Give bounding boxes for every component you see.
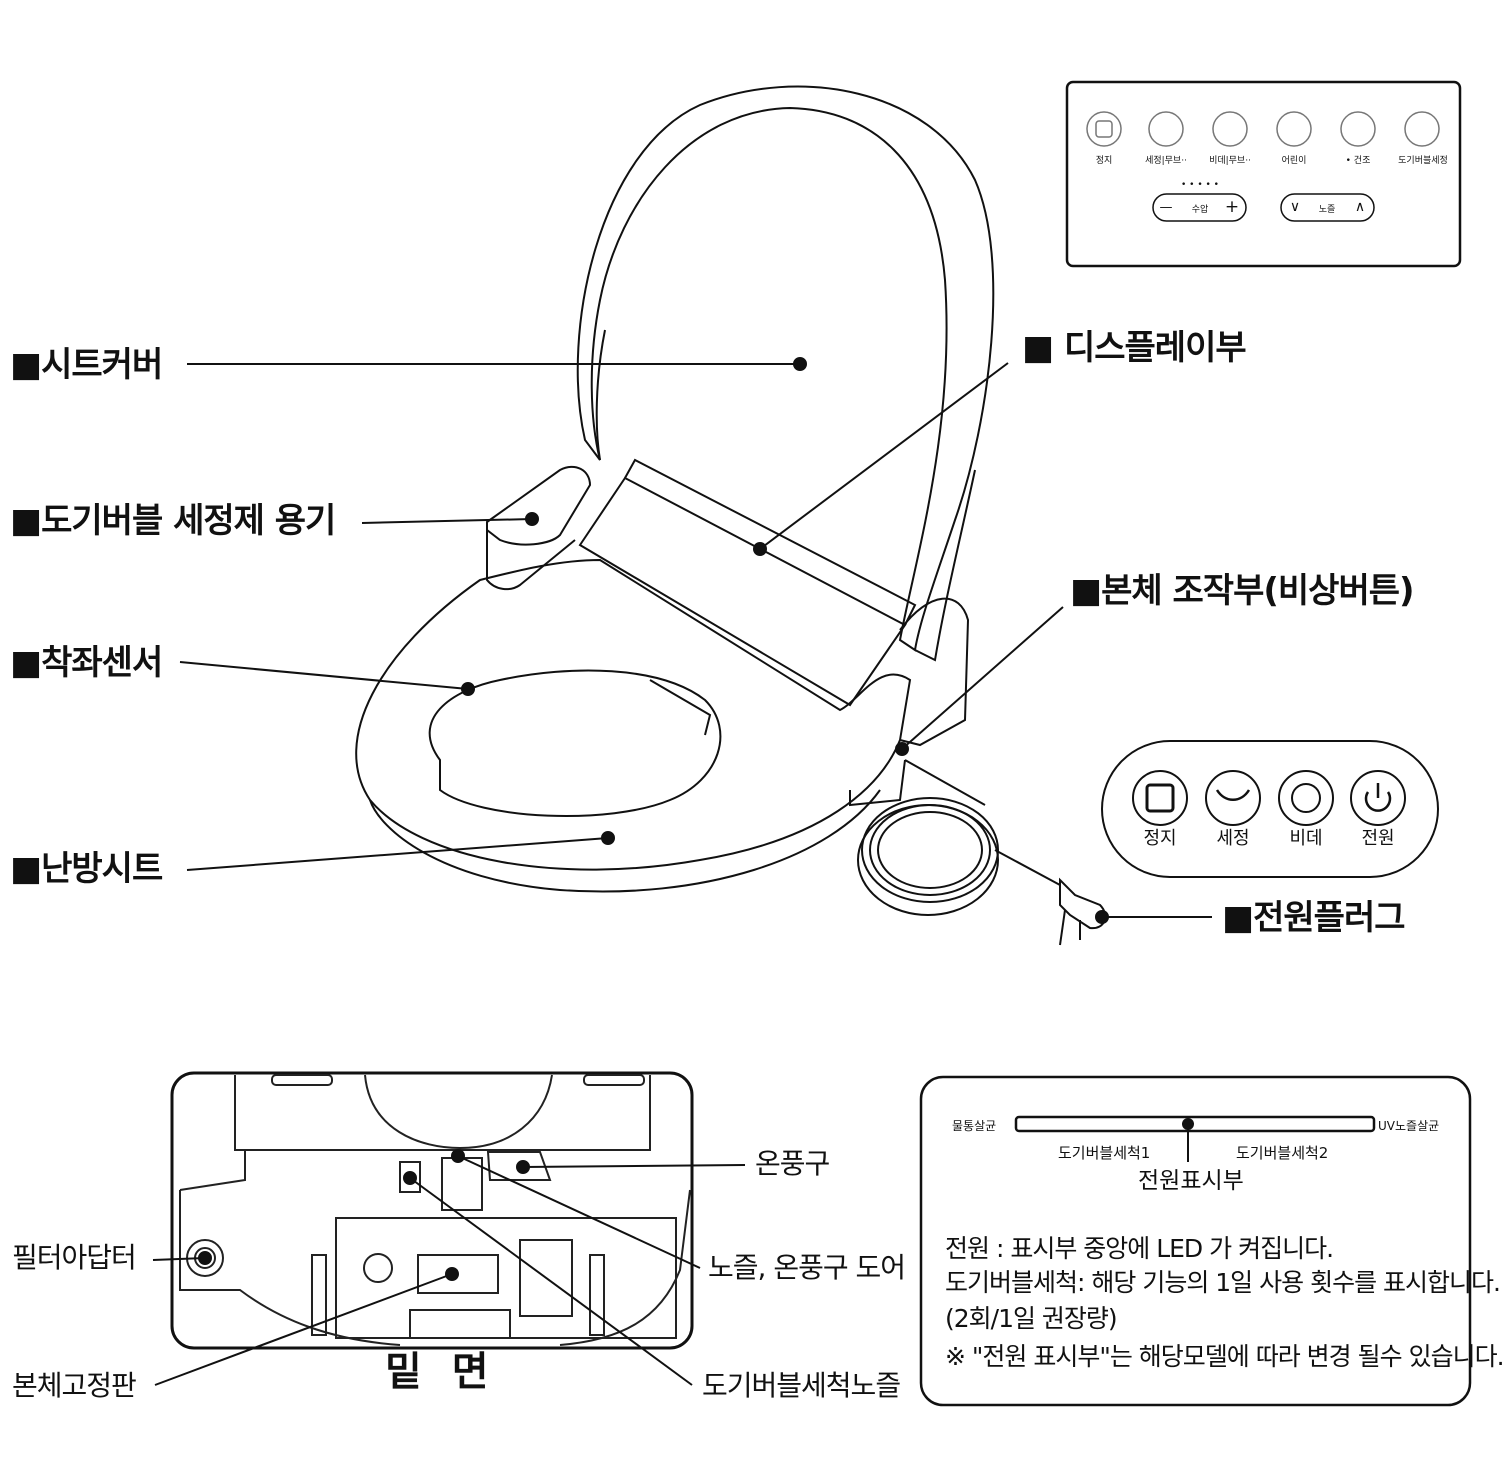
pressure-dots: • • • • • xyxy=(1181,180,1219,190)
label-seat-cover: ■시트커버 xyxy=(10,345,163,385)
label-fixing-plate: 본체고정판 xyxy=(12,1369,137,1402)
indicator-left: 물통살균 xyxy=(952,1119,997,1133)
side-label-stop: 정지 xyxy=(1143,828,1177,849)
label-filter: 필터아답터 xyxy=(12,1241,137,1274)
panel-label-stop: 정지 xyxy=(1095,156,1113,166)
nozzle-label: 노즐 xyxy=(1318,205,1336,215)
detergent-container xyxy=(486,465,592,546)
indicator-note-3: (2회/1일 권장량) xyxy=(945,1304,1118,1333)
side-label-bidet: 비데 xyxy=(1289,828,1323,849)
side-label-power: 전원 xyxy=(1361,828,1395,849)
bottom-view-frame xyxy=(170,1071,694,1350)
label-body-control: ■본체 조작부(비상버튼) xyxy=(1070,571,1415,611)
indicator-note-4: ※ "전원 표시부"는 해당모델에 따라 변경 될수 있습니다. xyxy=(945,1342,1504,1371)
indicator-right: UV노즐살균 xyxy=(1378,1119,1440,1133)
label-bubble-nozzle: 도기버블세척노즐 xyxy=(702,1369,901,1402)
bottom-title: 밑 면 xyxy=(385,1349,497,1395)
indicator-center: 전원표시부 xyxy=(1138,1168,1244,1194)
indicator-frame xyxy=(919,1075,1472,1407)
panel-label-child: 어린이 xyxy=(1281,156,1307,166)
panel-label-bidet: 비데|무브·· xyxy=(1209,156,1251,166)
label-nozzle-door: 노즐, 온풍구 도어 xyxy=(708,1251,906,1284)
indicator-sub2: 도기버블세척2 xyxy=(1236,1144,1329,1162)
indicator-note-2: 도기버블세척: 해당 기능의 1일 사용 횟수를 표시합니다. xyxy=(945,1268,1501,1297)
indicator-bar xyxy=(1014,1115,1376,1133)
indicator-note-1: 전원 : 표시부 중앙에 LED 가 켜집니다. xyxy=(945,1234,1334,1263)
label-heated-seat: ■난방시트 xyxy=(10,849,163,889)
pressure-minus: — xyxy=(1159,200,1173,215)
panel-label-bubble: 도기버블세정 xyxy=(1398,156,1448,166)
label-detergent-container: ■도기버블 세정제 용기 xyxy=(10,501,336,541)
seat-cover-outline xyxy=(576,85,995,652)
label-seat-sensor: ■착좌센서 xyxy=(10,643,163,683)
panel-label-dry: • 건조 xyxy=(1345,156,1371,166)
panel-label-cleanse: 세정|무브·· xyxy=(1145,156,1187,166)
display-panel-frame xyxy=(1065,80,1462,268)
label-display: ■ 디스플레이부 xyxy=(1022,328,1247,368)
label-power-plug: ■전원플러그 xyxy=(1222,898,1406,938)
side-label-cleanse: 세정 xyxy=(1216,828,1250,849)
seat-body xyxy=(355,558,912,871)
label-warm-air: 온풍구 xyxy=(755,1147,830,1180)
pressure-plus: + xyxy=(1224,197,1240,217)
display-strip xyxy=(578,476,907,707)
side-panel-frame xyxy=(1101,740,1439,878)
pressure-label: 수압 xyxy=(1191,205,1209,215)
nozzle-down: ∨ xyxy=(1289,199,1301,215)
indicator-sub1: 도기버블세척1 xyxy=(1058,1144,1151,1162)
nozzle-up: ∧ xyxy=(1354,199,1366,215)
